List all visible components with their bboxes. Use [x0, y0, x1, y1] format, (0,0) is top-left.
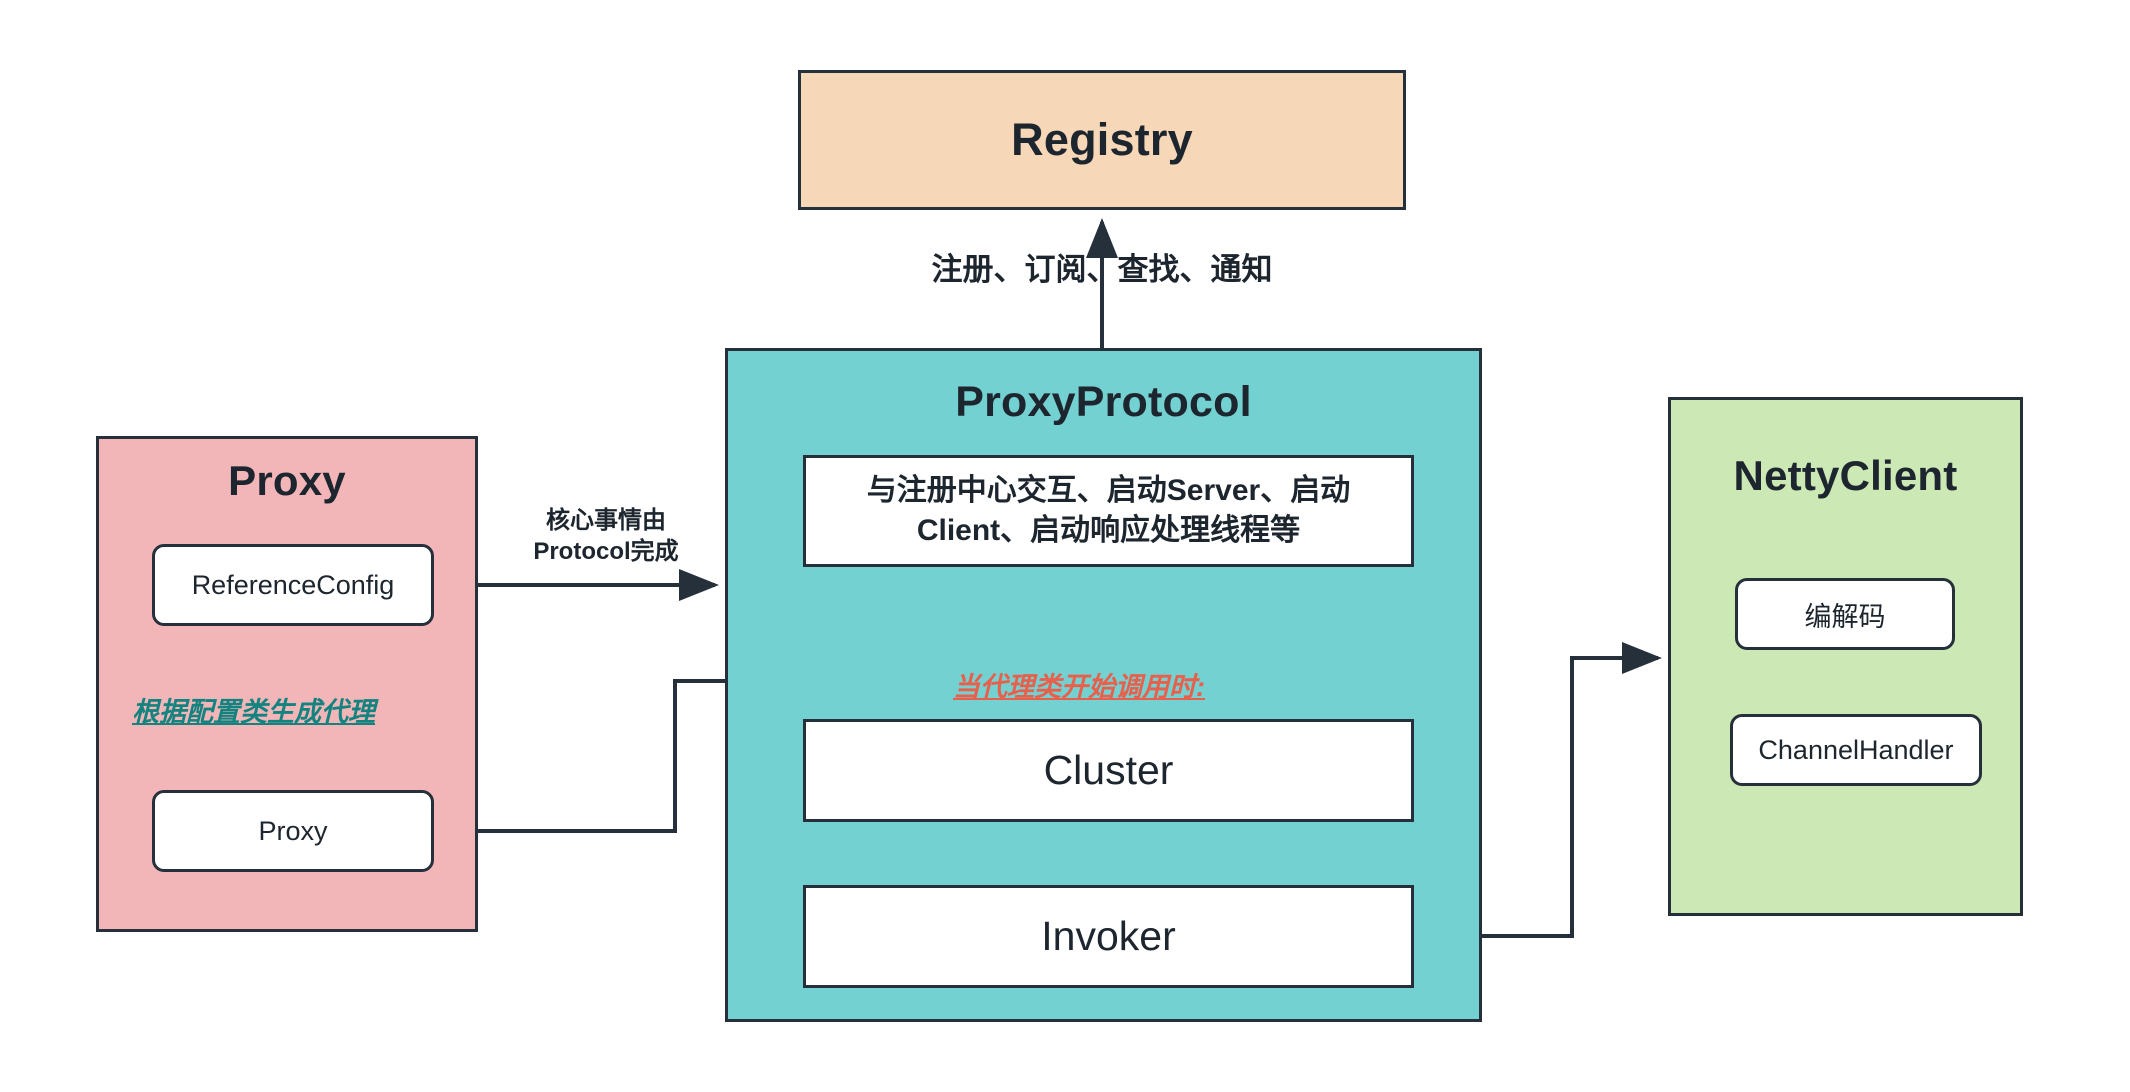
proxy-note-text: 根据配置类生成代理	[132, 697, 375, 727]
registry-box[interactable]: Registry	[798, 70, 1406, 210]
channelhandler-box[interactable]: ChannelHandler	[1730, 714, 1982, 786]
nettyclient-box[interactable]: NettyClient	[1668, 397, 2023, 916]
referenceconfig-box[interactable]: ReferenceConfig	[152, 544, 434, 626]
cluster-box[interactable]: Cluster	[803, 719, 1414, 822]
registry-title: Registry	[1011, 114, 1193, 165]
invoker-box[interactable]: Invoker	[803, 885, 1414, 988]
proxy-inner-box[interactable]: Proxy	[152, 790, 434, 872]
nettyclient-title: NettyClient	[1733, 452, 1958, 499]
proxy-group-title: Proxy	[228, 457, 346, 504]
proxyprotocol-title: ProxyProtocol	[955, 378, 1252, 426]
proxy-to-protocol-edge-label: 核心事情由 Protocol完成	[533, 507, 679, 566]
registry-edge-label: 注册、订阅、查找、通知	[931, 252, 1273, 287]
proxyprotocol-note-text: 当代理类开始调用时:	[953, 672, 1205, 702]
proxyprotocol-description-box: 与注册中心交互、启动Server、启动 Client、启动响应处理线程等	[803, 455, 1414, 567]
codec-box[interactable]: 编解码	[1735, 578, 1955, 650]
